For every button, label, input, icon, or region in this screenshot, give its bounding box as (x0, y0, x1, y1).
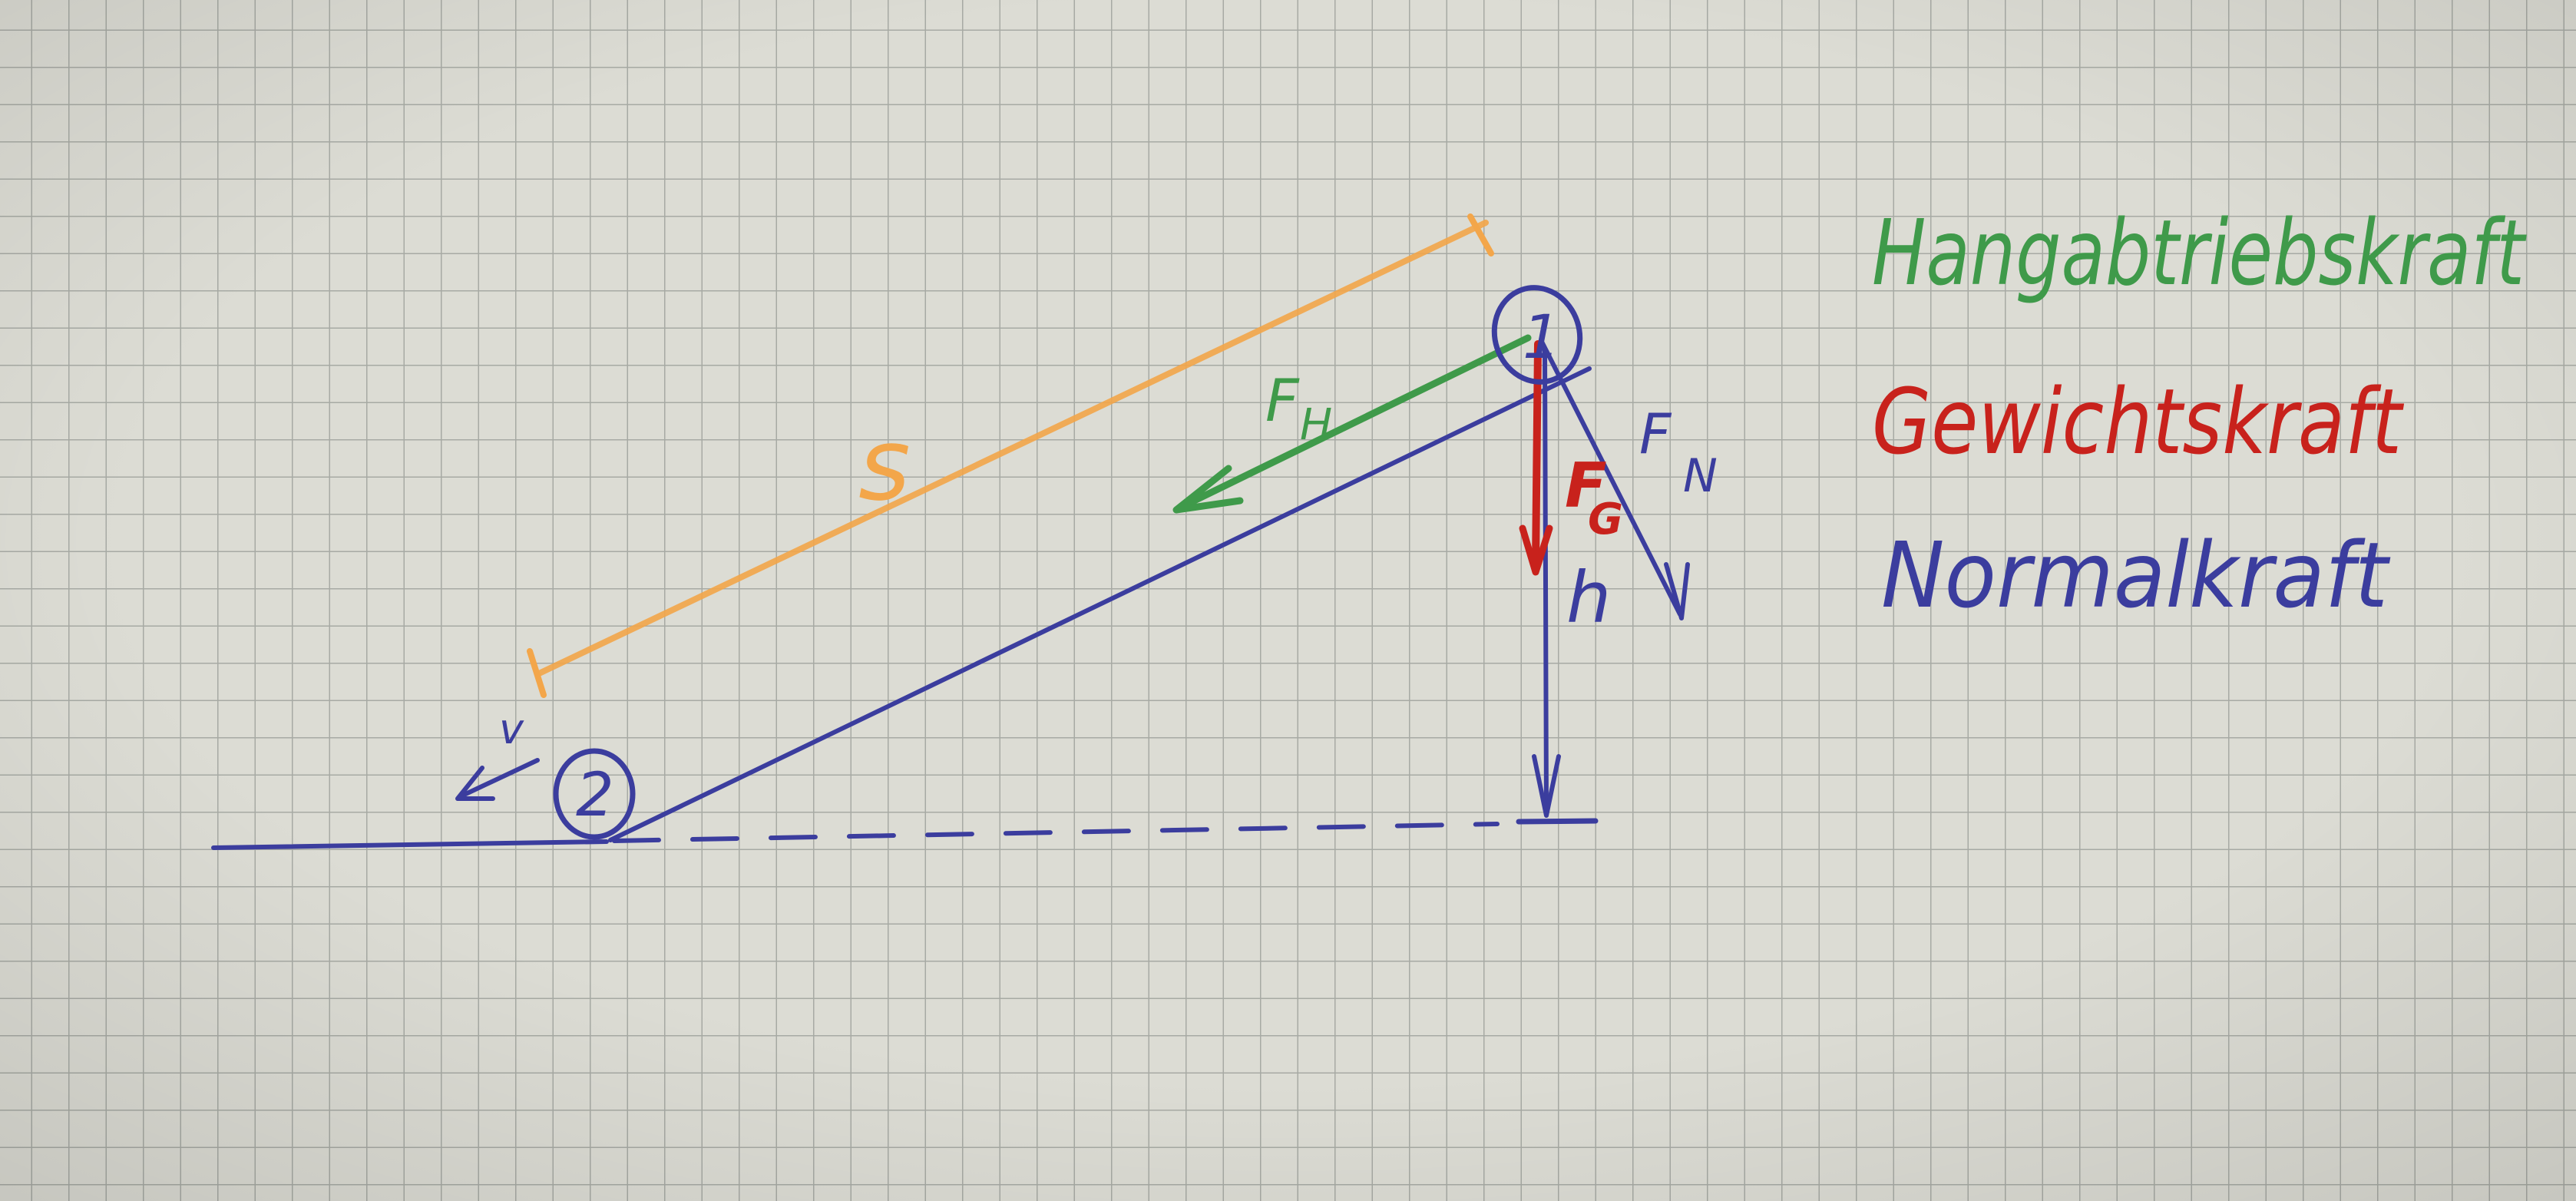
incline-line (608, 366, 1592, 842)
slope-length-label: s (858, 406, 911, 523)
top-position-label: 1 (1523, 303, 1561, 372)
bottom-position-circle (553, 748, 636, 840)
velocity-arrowhead (455, 766, 495, 801)
normal-force-label-sub: N (1683, 449, 1718, 503)
top-position-marker: 1 (1491, 285, 1583, 385)
top-position-circle (1491, 285, 1583, 385)
normal-force-arrow (1539, 339, 1682, 617)
weight-force-arrow (1532, 340, 1542, 571)
bottom-position-label: 2 (576, 761, 614, 830)
downhill-force-label-main: F (1265, 366, 1300, 435)
slope-length-tick-right (1467, 213, 1494, 256)
legend-normal-force: Normalkraft (1881, 522, 2390, 628)
height-arrowhead (1532, 754, 1561, 818)
normal-force-label: F N (1639, 402, 1718, 503)
downhill-force-label: F H (1265, 366, 1332, 450)
downhill-force-label-sub: H (1300, 400, 1332, 450)
legend-downhill-force: Hangabtriebskraft (1872, 200, 2527, 306)
ground-line (211, 839, 609, 850)
legend: Hangabtriebskraft Gewichtskraft Normalkr… (1872, 200, 2527, 628)
height-label: h (1566, 557, 1611, 639)
height-bottom-tick (1516, 818, 1599, 825)
weight-force-label: F G (1565, 450, 1623, 544)
normal-force-label-main: F (1639, 402, 1672, 466)
velocity-label: v (499, 705, 524, 753)
height-arrow (1543, 347, 1549, 816)
velocity-arrow (457, 758, 540, 799)
downhill-force-arrowhead (1172, 465, 1244, 514)
slope-length-line (534, 220, 1489, 677)
ground-dashed-line (612, 822, 1500, 843)
normal-force-arrowhead (1664, 562, 1690, 620)
legend-weight-force: Gewichtskraft (1872, 369, 2404, 475)
weight-force-label-sub: G (1588, 495, 1623, 544)
weight-force-label-main: F (1565, 450, 1607, 521)
bottom-position-marker: 2 (553, 748, 636, 840)
downhill-force-arrow (1175, 334, 1532, 512)
slope-length-tick-left (527, 648, 547, 698)
velocity-indicator: v (455, 705, 540, 801)
weight-force-arrowhead (1519, 524, 1553, 576)
